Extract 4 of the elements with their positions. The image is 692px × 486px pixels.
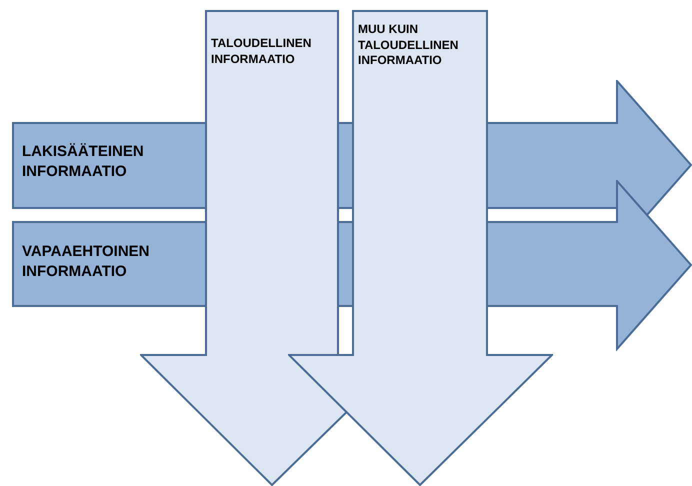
arrow-label: TALOUDELLINEN INFORMAATIO [211,36,312,68]
arrow-label: MUU KUIN TALOUDELLINEN INFORMAATIO [358,22,460,69]
arrow-label: LAKISÄÄTEINEN INFORMAATIO [22,142,145,181]
arrow-label: VAPAAEHTOINEN INFORMAATIO [22,242,151,281]
